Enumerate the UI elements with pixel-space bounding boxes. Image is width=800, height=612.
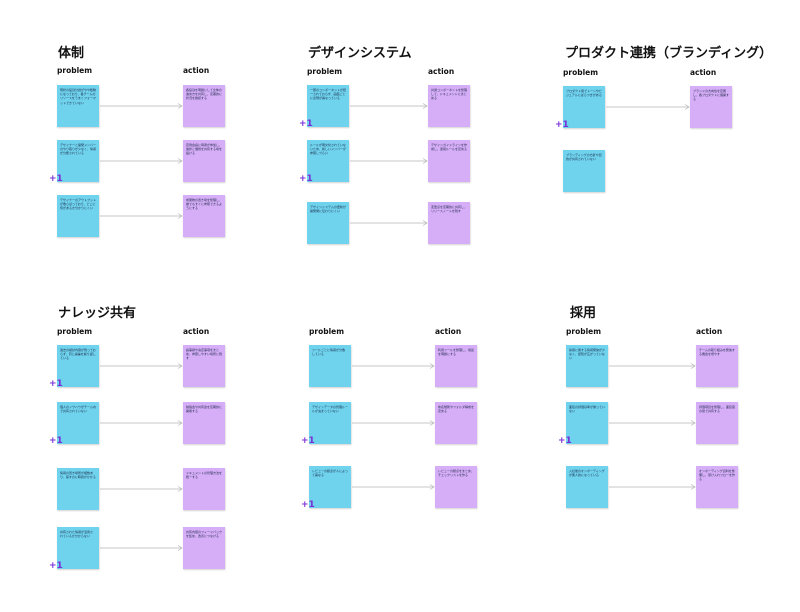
- plus-one-reaction[interactable]: +1: [301, 436, 315, 446]
- arrow-head-icon: [690, 420, 696, 426]
- section-title: デザインシステム: [308, 46, 412, 61]
- action-sticky-note[interactable]: ブランドの方向性を定義し、各プロダクトに展開する: [690, 86, 732, 128]
- arrow-head-icon: [177, 103, 183, 109]
- arrow-head-icon: [177, 545, 183, 551]
- section-title: プロダクト連携（ブランディング）: [565, 46, 773, 61]
- arrow-head-icon: [422, 158, 428, 164]
- plus-one-reaction[interactable]: +1: [299, 174, 313, 184]
- action-column-label: action: [428, 67, 455, 76]
- arrow-head-icon: [177, 486, 183, 492]
- action-sticky-note[interactable]: 各役割を明確にして全体の進め方を共有し、定期的に状況を確認する: [183, 85, 225, 127]
- problem-sticky-note[interactable]: ルールが明文化されていないため、新しいメンバーが参照しづらい: [307, 140, 349, 182]
- plus-one-reaction[interactable]: +1: [558, 436, 572, 446]
- action-sticky-note[interactable]: 定例会議に両者が参加し、進捗と課題を共有する場を設ける: [183, 140, 225, 182]
- action-column-label: action: [696, 327, 723, 336]
- action-sticky-note[interactable]: ドキュメントの管理方法を統一する: [183, 468, 225, 510]
- problem-column-label: problem: [57, 327, 93, 336]
- action-sticky-note[interactable]: 共通コンポーネントを整理して、ドキュメントにまとめる: [428, 85, 470, 127]
- action-sticky-note[interactable]: チームの取り組みを発信する機会を増やす: [696, 345, 738, 387]
- problem-sticky-note[interactable]: 面接の評価基準が揃っていない: [566, 402, 608, 444]
- plus-one-reaction[interactable]: +1: [49, 379, 63, 389]
- section-title: 採用: [570, 306, 597, 321]
- problem-sticky-note[interactable]: 採用に関する情報発信が少なく、認知が広がっていない: [566, 345, 608, 387]
- problem-sticky-note[interactable]: 共有された情報が活用されているか分からない: [57, 527, 99, 569]
- arrow-head-icon: [429, 363, 435, 369]
- action-column-label: action: [183, 327, 210, 336]
- arrow-head-icon: [684, 104, 690, 110]
- problem-sticky-note[interactable]: 個人のノウハウがチーム内で共有されていない: [57, 402, 99, 444]
- plus-one-reaction[interactable]: +1: [299, 119, 313, 129]
- action-sticky-note[interactable]: 勉強会や共有会を定期的に開催する: [183, 402, 225, 444]
- problem-sticky-note[interactable]: 現状の役割分担がやや曖昧になっており、各チームのリソースをうまくフォーマットでき…: [57, 85, 99, 127]
- arrow-head-icon: [177, 420, 183, 426]
- action-sticky-note[interactable]: オンボーディング資料を整備し、受け入れフローを作る: [696, 466, 738, 508]
- action-sticky-note[interactable]: 成果物の置き場を整理し、誰でもすぐに参照できるようにする: [183, 195, 225, 237]
- plus-one-reaction[interactable]: +1: [49, 561, 63, 571]
- arrow-head-icon: [177, 363, 183, 369]
- section-title: 体制: [58, 46, 85, 61]
- problem-sticky-note[interactable]: 情報の置き場所が複数あり、探すのに時間がかかる: [57, 468, 99, 510]
- arrow-head-icon: [177, 158, 183, 164]
- arrow-head-icon: [422, 220, 428, 226]
- action-column-label: action: [183, 66, 210, 75]
- problem-sticky-note[interactable]: 過去の検討内容が残っておらず、同じ議論を繰り返している: [57, 345, 99, 387]
- problem-sticky-note[interactable]: デザインシステムの更新が開発側に伝わりにくい: [307, 202, 349, 244]
- plus-one-reaction[interactable]: +1: [301, 500, 315, 510]
- action-sticky-note[interactable]: 共有内容のフィードバックを集め、改善につなげる: [183, 527, 225, 569]
- action-sticky-note[interactable]: 命名規則やフォルダ構成を定める: [435, 402, 477, 444]
- plus-one-reaction[interactable]: +1: [49, 174, 63, 184]
- problem-sticky-note[interactable]: 一部のコンポーネントが統一されておらず、画面ごとに表現が異なっている: [307, 85, 349, 127]
- arrow-head-icon: [429, 484, 435, 490]
- problem-sticky-note[interactable]: デザイナーと開発メンバーのやり取りが少なく、情報が分断されている: [57, 140, 99, 182]
- problem-column-label: problem: [57, 66, 93, 75]
- problem-column-label: problem: [309, 327, 345, 336]
- plus-one-reaction[interactable]: +1: [555, 120, 569, 130]
- arrow-head-icon: [177, 213, 183, 219]
- problem-column-label: problem: [307, 67, 343, 76]
- action-sticky-note[interactable]: レビューの観点をまとめ、チェックリストを作る: [435, 466, 477, 508]
- action-sticky-note[interactable]: デザインガイドラインを作成し、運用ルールを定める: [428, 140, 470, 182]
- plus-one-reaction[interactable]: +1: [49, 436, 63, 446]
- action-sticky-note[interactable]: 評価項目を整理し、面接官の間で共有する: [696, 402, 738, 444]
- problem-sticky-note[interactable]: デザインデータの管理ルールが決まっていない: [309, 402, 351, 444]
- section-title: ナレッジ共有: [58, 306, 137, 321]
- problem-sticky-note[interactable]: 入社後のオンボーディングが属人的になっている: [566, 466, 608, 508]
- problem-sticky-note[interactable]: デザイナーのアウトプットが散らばっており、どこに何があるか分かりにくい: [57, 195, 99, 237]
- problem-column-label: problem: [563, 68, 599, 77]
- problem-sticky-note[interactable]: ツールごとに情報が分散している: [309, 345, 351, 387]
- action-sticky-note[interactable]: 利用ツールを整理し、用途を明確にする: [435, 345, 477, 387]
- action-column-label: action: [690, 68, 717, 77]
- arrow-head-icon: [429, 420, 435, 426]
- action-sticky-note[interactable]: 変更点を定期的に共有し、リリースノートを残す: [428, 202, 470, 244]
- problem-sticky-note[interactable]: ブランディングの方針や目的が共有されていない: [563, 150, 605, 192]
- problem-sticky-note[interactable]: プロダクト間でトーンやビジュアルにばらつきがある: [563, 86, 605, 128]
- arrow-head-icon: [690, 363, 696, 369]
- action-sticky-note[interactable]: 議事録や決定事項をまとめ、参照しやすい場所に残す: [183, 345, 225, 387]
- problem-sticky-note[interactable]: レビューの観点が人によって異なる: [309, 466, 351, 508]
- arrow-head-icon: [690, 484, 696, 490]
- arrow-head-icon: [422, 103, 428, 109]
- problem-column-label: problem: [566, 327, 602, 336]
- action-column-label: action: [435, 327, 462, 336]
